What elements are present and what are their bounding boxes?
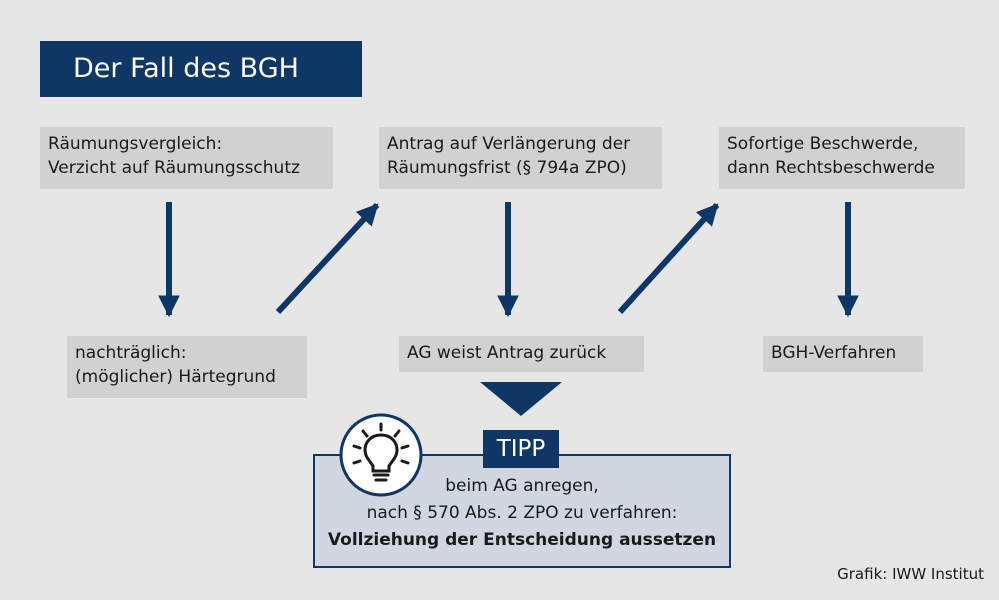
box-line: nachträglich: xyxy=(75,343,187,363)
box-haertegrund: nachträglich: (möglicher) Härtegrund xyxy=(67,336,307,398)
box-line: Sofortige Beschwerde, xyxy=(727,134,919,154)
box-line: Antrag auf Verlängerung der xyxy=(387,134,631,154)
box-bgh-verfahren: BGH-Verfahren xyxy=(763,336,923,372)
arrow-diag-1 xyxy=(275,202,380,315)
arrow-diag-2 xyxy=(617,202,720,315)
box-line: BGH-Verfahren xyxy=(771,343,897,363)
diagram-title: Der Fall des BGH xyxy=(40,41,362,97)
box-line: AG weist Antrag zurück xyxy=(407,343,607,363)
box-ag-weist-zurueck: AG weist Antrag zurück xyxy=(399,336,644,372)
box-line: Verzicht auf Räumungsschutz xyxy=(48,158,300,178)
tip-line-3: Vollziehung der Entscheidung aussetzen xyxy=(327,530,717,550)
tip-label: TIPP xyxy=(483,430,559,468)
box-line: Räumungsvergleich: xyxy=(48,134,223,154)
triangle-down-marker xyxy=(480,382,562,416)
box-sofortige-beschwerde: Sofortige Beschwerde, dann Rechtsbeschwe… xyxy=(719,127,965,189)
credit-text: Grafik: IWW Institut xyxy=(837,565,984,583)
tip-line-1: beim AG anregen, xyxy=(445,476,599,496)
box-line: dann Rechtsbeschwerde xyxy=(727,158,935,178)
box-raeumungsvergleich: Räumungsvergleich: Verzicht auf Räumungs… xyxy=(40,127,333,189)
box-line: Räumungsfrist (§ 794a ZPO) xyxy=(387,158,627,178)
lightbulb-icon xyxy=(339,413,423,497)
box-line: (möglicher) Härtegrund xyxy=(75,367,276,387)
box-antrag-verlaengerung: Antrag auf Verlängerung der Räumungsfris… xyxy=(379,127,662,189)
tip-line-2: nach § 570 Abs. 2 ZPO zu verfahren: xyxy=(366,503,678,523)
